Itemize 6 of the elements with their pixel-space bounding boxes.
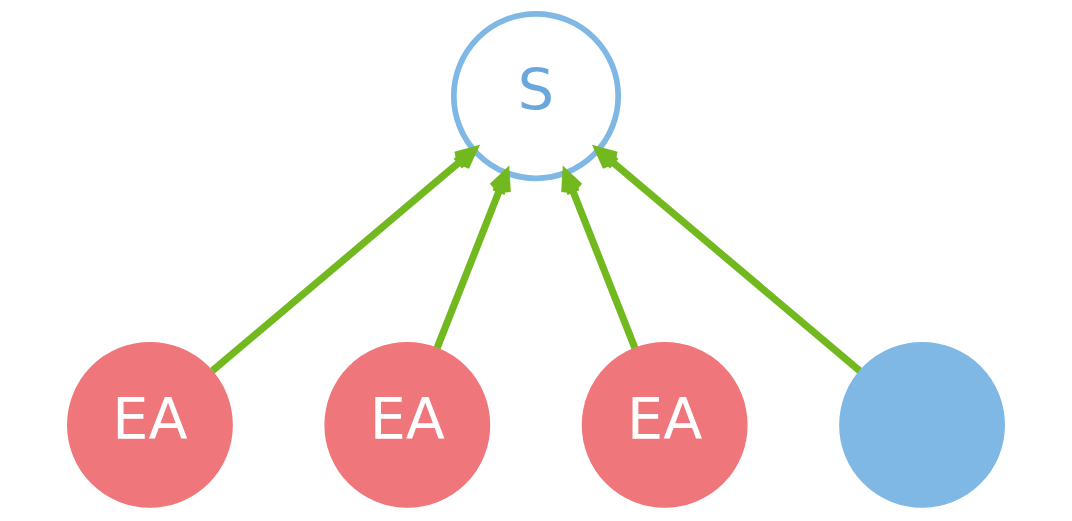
node-circle: EA [324,342,491,508]
arrow [210,146,478,374]
node-circle [839,342,1005,508]
node-circle: EA [67,342,233,508]
node-circle: EA [581,342,748,508]
arrow [594,146,862,374]
